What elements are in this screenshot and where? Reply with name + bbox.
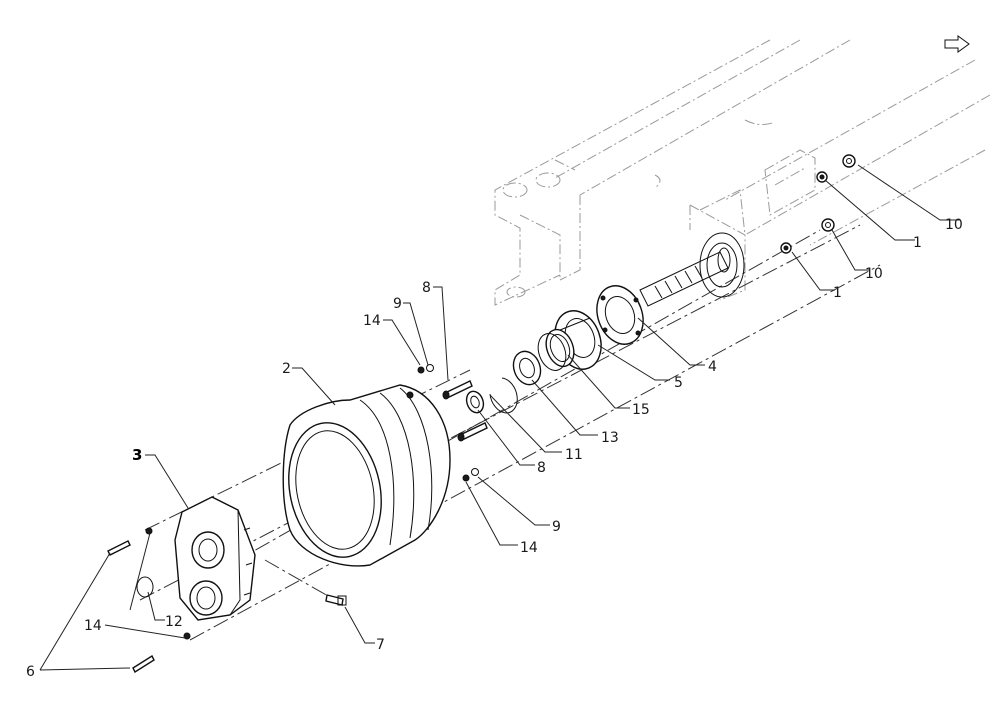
callout-labels: 10 1 10 1 4 5 15 13 11 8 9 14 8 9 14 2 3…	[26, 217, 963, 680]
gearbox-cover-part-3	[174, 496, 256, 621]
snap-ring	[489, 377, 518, 414]
bushing-part-15	[537, 328, 575, 371]
callout-10-lower: 10	[865, 266, 883, 282]
callout-14-left: 14	[84, 618, 102, 634]
callout-12: 12	[165, 614, 183, 630]
ring-part-11	[465, 390, 485, 414]
callout-8-lower: 8	[537, 460, 546, 476]
callout-14-lower: 14	[520, 540, 538, 556]
callout-1-lower: 1	[833, 285, 842, 301]
washer-nut-group-upper	[417, 364, 434, 374]
splined-shaft	[639, 232, 745, 307]
leader-lines	[39, 164, 960, 671]
callout-9-lower: 9	[552, 519, 561, 535]
callout-11: 11	[565, 447, 583, 463]
callout-6: 6	[26, 664, 35, 680]
callout-10-upper: 10	[945, 217, 963, 233]
nut-part-10-lower	[821, 218, 835, 232]
callout-1-upper: 1	[913, 235, 922, 251]
callout-5: 5	[674, 375, 683, 391]
callout-7: 7	[376, 637, 385, 653]
washer-part-1-upper	[816, 171, 828, 183]
washer-part-1-lower	[780, 242, 792, 254]
housing-cone-part-2	[282, 384, 451, 567]
frame-phantom-outline	[494, 39, 991, 306]
callout-2: 2	[282, 361, 291, 377]
gasket-plate-part-4	[596, 285, 644, 345]
callout-14-upper: 14	[363, 313, 381, 329]
callout-15: 15	[632, 402, 650, 418]
callout-8-upper: 8	[422, 280, 431, 296]
bolt-part-7	[325, 594, 347, 606]
bolt-part-8-upper	[442, 380, 473, 400]
bearing-part-13	[512, 350, 542, 386]
callout-13: 13	[601, 430, 619, 446]
screw-part-6-lower	[132, 654, 155, 674]
bolt-part-8-lower	[457, 422, 488, 442]
screw-part-6-upper	[107, 540, 131, 556]
next-page-arrow-icon[interactable]	[944, 35, 970, 53]
nut-part-10-upper	[842, 154, 856, 168]
callout-4: 4	[708, 359, 717, 375]
callout-3: 3	[132, 446, 142, 464]
o-ring-part-12	[136, 576, 154, 598]
callout-9-upper: 9	[393, 296, 402, 312]
washer-nut-group-lower	[462, 468, 479, 482]
